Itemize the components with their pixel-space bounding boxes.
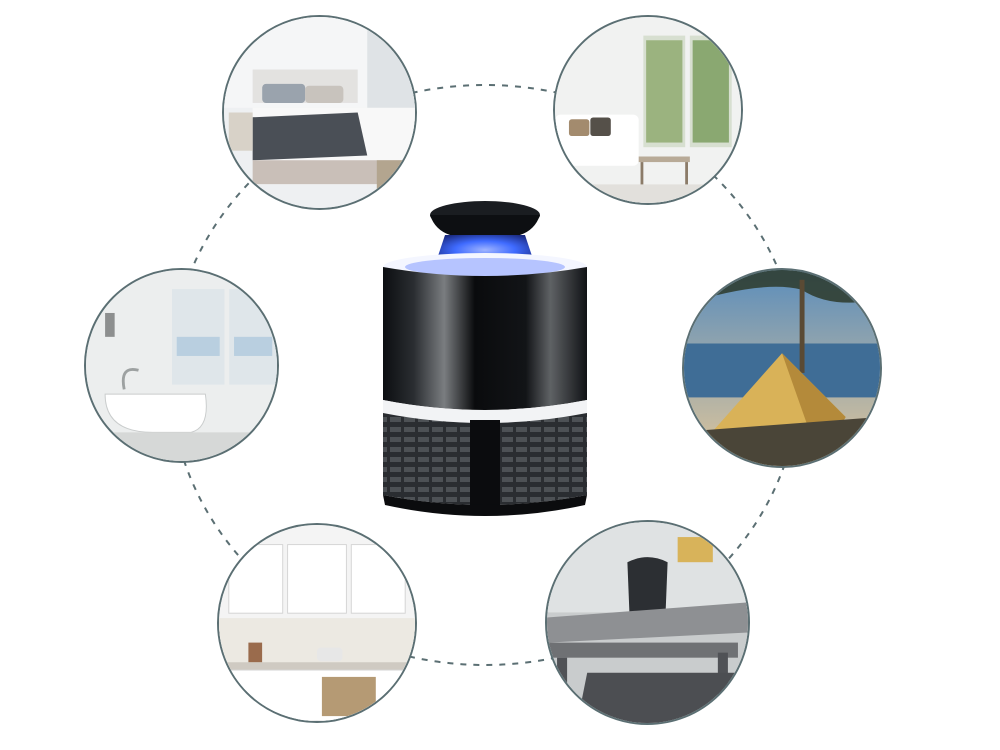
bedroom-scene: [222, 15, 417, 210]
kitchen-scene: [217, 523, 417, 723]
bathroom-scene: [84, 268, 279, 463]
living-room-scene: [553, 15, 743, 205]
office-scene: [545, 520, 750, 725]
mosquito-lamp-device: [383, 201, 587, 516]
camping-tent-scene: [682, 268, 882, 468]
